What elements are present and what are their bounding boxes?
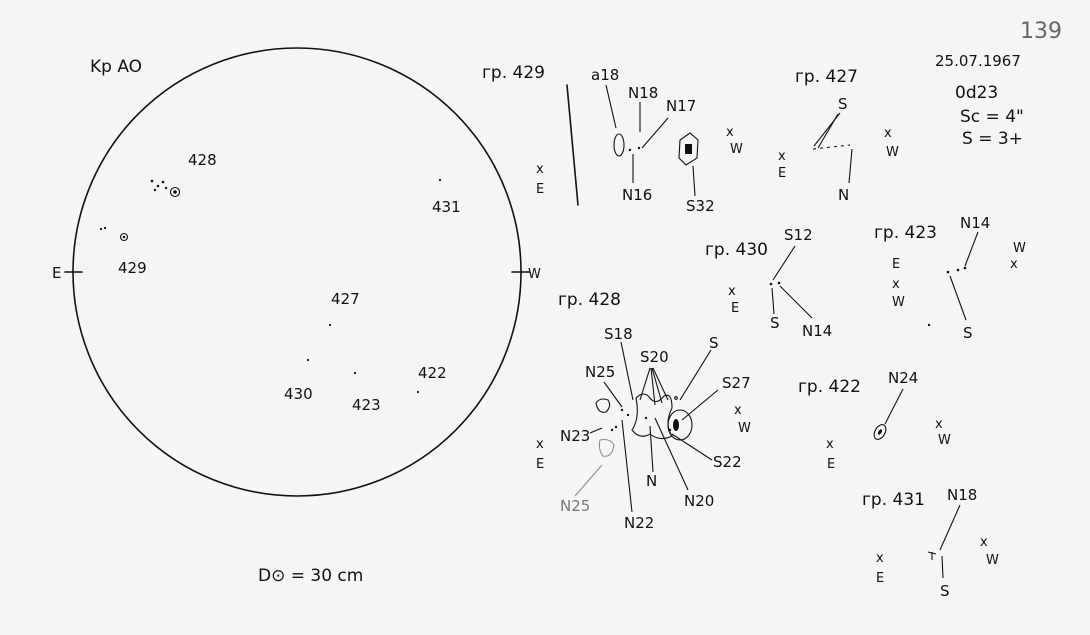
- spot-430: [306, 358, 310, 362]
- x-mark: x: [778, 149, 786, 164]
- spot-label: N23: [560, 427, 590, 445]
- spot-label: N18: [947, 486, 977, 504]
- east-mark: E: [778, 166, 786, 181]
- group-label-429: 429: [118, 259, 147, 277]
- spot-label: S22: [713, 453, 742, 471]
- detail-group-422: гр. 422 N24 x E x W: [798, 369, 951, 472]
- spot-label: N18: [628, 84, 658, 102]
- x-mark: x: [726, 125, 734, 140]
- spot-label: N22: [624, 514, 654, 532]
- east-mark: E: [731, 301, 739, 316]
- west-mark: W: [738, 421, 751, 436]
- spot-label: S20: [640, 348, 669, 366]
- spot-label: N17: [666, 97, 696, 115]
- seeing-value: Sc = 4": [960, 107, 1024, 127]
- group-label-431: 431: [432, 198, 461, 216]
- x-mark: x: [935, 417, 943, 432]
- detail-title: гр. 430: [705, 240, 768, 260]
- east-mark: E: [536, 182, 544, 197]
- disk-diameter: D⊙ = 30 cm: [258, 566, 363, 586]
- x-mark: x: [892, 277, 900, 292]
- x-mark: x: [884, 126, 892, 141]
- sharpness-value: S = 3+: [962, 129, 1023, 149]
- spot-label: S: [963, 324, 973, 342]
- east-mark: E: [892, 257, 900, 272]
- page-number: 139: [1020, 19, 1062, 44]
- x-mark: x: [728, 284, 736, 299]
- spot-label: N16: [622, 186, 652, 204]
- spot-label: S27: [722, 374, 751, 392]
- spot-group-429: [99, 226, 129, 242]
- spot-label: S: [709, 334, 719, 352]
- observation-time: 0d23: [955, 83, 998, 103]
- spot-label: S12: [784, 226, 813, 244]
- spot-label: S: [770, 314, 780, 332]
- spot-label: N: [838, 186, 849, 204]
- east-label: E: [52, 264, 61, 282]
- detail-title: гр. 428: [558, 290, 621, 310]
- spot-label: S18: [604, 325, 633, 343]
- spot-label: N14: [802, 322, 832, 340]
- group-label-427: 427: [331, 290, 360, 308]
- west-mark: W: [730, 142, 743, 157]
- x-mark: x: [734, 403, 742, 418]
- x-mark: x: [980, 535, 988, 550]
- detail-title: гр. 423: [874, 223, 937, 243]
- observation-date: 25.07.1967: [935, 52, 1021, 70]
- spot-group-428: [150, 179, 181, 198]
- east-mark: E: [827, 457, 835, 472]
- observatory-label: Kp AO: [90, 57, 142, 77]
- west-mark: W: [986, 553, 999, 568]
- spot-431: [438, 178, 442, 182]
- spot-label: S: [838, 95, 848, 113]
- east-mark: E: [536, 457, 544, 472]
- group-label-422: 422: [418, 364, 447, 382]
- spot-label: N14: [960, 214, 990, 232]
- detail-group-423: гр. 423 N14 S E x W W x: [874, 214, 1026, 342]
- spot-label: N: [646, 472, 657, 490]
- detail-title: гр. 422: [798, 377, 861, 397]
- x-mark: x: [876, 551, 884, 566]
- detail-group-428: гр. 428 S18 S20 S N25 S27 N23 S22 N N20 …: [536, 290, 751, 532]
- detail-group-431: гр. 431 N18 S x E x W: [862, 486, 999, 600]
- detail-title: гр. 427: [795, 67, 858, 87]
- group-label-430: 430: [284, 385, 313, 403]
- west-mark: W: [892, 295, 905, 310]
- detail-title: гр. 429: [482, 63, 545, 83]
- x-mark: x: [826, 437, 834, 452]
- spot-423: [353, 371, 357, 375]
- spot-427: [328, 323, 332, 327]
- west-mark: W: [1013, 241, 1026, 256]
- spot-label: S32: [686, 197, 715, 215]
- spot-label: N20: [684, 492, 714, 510]
- x-mark: x: [536, 162, 544, 177]
- detail-group-430: гр. 430 S12 S N14 x E: [705, 226, 832, 340]
- x-mark: x: [536, 437, 544, 452]
- west-label: W: [528, 267, 541, 282]
- west-mark: W: [886, 145, 899, 160]
- detail-title: гр. 431: [862, 490, 925, 510]
- west-mark: W: [938, 433, 951, 448]
- spot-label: S: [940, 582, 950, 600]
- x-mark: x: [1010, 257, 1018, 272]
- spot-422: [416, 390, 420, 394]
- group-label-423: 423: [352, 396, 381, 414]
- spot-label: a18: [591, 66, 619, 84]
- spot-label: N24: [888, 369, 918, 387]
- spot-label: N25: [560, 497, 590, 515]
- group-label-428: 428: [188, 151, 217, 169]
- east-mark: E: [876, 571, 884, 586]
- detail-group-427: гр. 427 S N x E x W: [778, 67, 899, 204]
- detail-group-429: гр. 429 x E x W a18 N18 N17 N16 S32: [482, 63, 743, 215]
- spot-label: N25: [585, 363, 615, 381]
